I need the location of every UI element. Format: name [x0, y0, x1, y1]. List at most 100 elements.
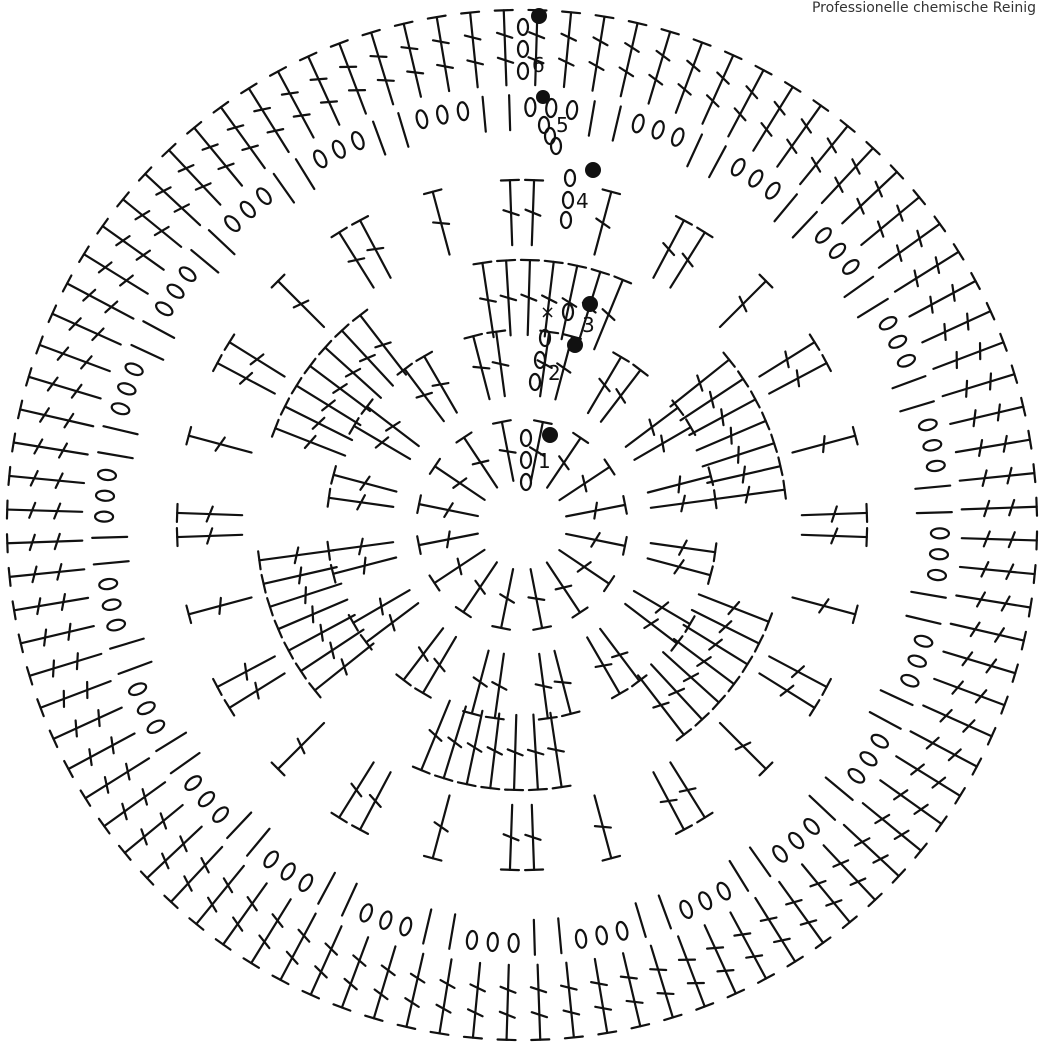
stitch-top-bar	[431, 1032, 449, 1035]
round2-stitch	[465, 334, 490, 399]
stitch-cross-bar	[305, 587, 306, 603]
stitch-top-bar	[81, 791, 91, 806]
border-stitch	[822, 142, 880, 203]
fan-stitch	[267, 584, 341, 616]
border-stitch	[27, 653, 101, 684]
stitch-stem	[934, 679, 1004, 705]
stitch-cross-bar	[687, 61, 699, 71]
border-stitch	[933, 334, 1006, 369]
stitch-top-bar	[612, 689, 628, 698]
stitch-top-bar	[562, 11, 580, 13]
round2-stitch	[587, 637, 627, 698]
arch-side	[709, 146, 726, 177]
stitch-top-bar	[604, 576, 614, 591]
chain-arch	[342, 884, 431, 944]
chain-stitch-icon	[466, 930, 478, 949]
chain-stitch-icon	[110, 401, 130, 416]
stitch-top-bar	[565, 1036, 583, 1038]
stitch-top-bar	[525, 180, 543, 181]
round4-stitch	[759, 335, 819, 377]
stitch-cross-bar	[621, 977, 637, 979]
border-stitch	[395, 22, 423, 97]
border-stitch	[844, 825, 905, 883]
chain-stitch-icon	[136, 700, 157, 717]
stitch-cross-bar	[697, 376, 702, 391]
round4-stitch	[792, 597, 857, 623]
stitch-top-bar	[783, 481, 785, 499]
fan-stitch	[521, 260, 539, 335]
stitch-cross-bar	[746, 955, 762, 957]
border-stitch	[880, 780, 946, 831]
stitch-cross-bar	[305, 436, 316, 448]
fan-group	[258, 547, 373, 697]
stitch-cross-bar	[240, 373, 252, 384]
row-label-6: 6	[532, 53, 545, 77]
stitch-cross-bar	[380, 599, 383, 615]
stitch-cross-bar	[548, 748, 564, 751]
stitch-top-bar	[216, 939, 231, 949]
stitch-stem	[104, 782, 165, 826]
stitch-cross-bar	[53, 661, 54, 677]
border-stitch	[64, 733, 134, 776]
stitch-top-bar	[352, 216, 368, 224]
fan-stitch	[703, 435, 777, 467]
stitch-top-bar	[785, 82, 800, 91]
border-stitch	[702, 52, 741, 124]
stitch-cross-bar	[833, 860, 848, 866]
border-stitch	[365, 946, 395, 1020]
stitch-cross-bar	[201, 858, 208, 872]
stitch-cross-bar	[731, 428, 732, 444]
stitch-cross-bar	[661, 436, 664, 452]
row-label-4: 4	[576, 189, 589, 213]
stitch-cross-bar	[111, 737, 113, 753]
chain-stitch-icon	[563, 192, 573, 208]
stitch-stem	[342, 937, 368, 1007]
border-stitch	[79, 247, 148, 294]
stitch-cross-bar	[353, 955, 365, 965]
chain-arch	[793, 212, 873, 297]
arch-side	[845, 277, 874, 297]
border-stitch	[590, 15, 614, 90]
chain-stitch-icon	[771, 844, 790, 864]
stitch-stem	[943, 652, 1015, 674]
stitch-stem	[504, 10, 507, 85]
stitch-top-bar	[755, 635, 763, 651]
chain-stitch-icon	[223, 214, 243, 234]
chain-stitch-icon	[96, 490, 115, 501]
border-stitch	[824, 845, 882, 906]
stitch-cross-bar	[717, 73, 728, 84]
fan-group	[638, 594, 772, 740]
chain-stitch-icon	[729, 157, 747, 178]
stitch-top-bar	[598, 1031, 616, 1034]
fan-stitch	[305, 359, 370, 411]
stitch-stem	[404, 24, 421, 97]
border-stitch	[141, 827, 202, 885]
chain-stitch-icon	[565, 170, 575, 186]
stitch-top-bar	[292, 378, 301, 393]
stitch-cross-bar	[401, 47, 417, 49]
border-stitch	[909, 273, 979, 316]
arch-side	[191, 250, 218, 272]
stitch-cross-bar	[156, 187, 170, 194]
chain-stitch-icon	[117, 381, 137, 396]
chain-stitch-icon	[279, 861, 297, 882]
fan-stitch	[697, 413, 770, 451]
chain-stitch-icon	[896, 353, 916, 369]
round4-stitch	[272, 723, 324, 775]
round2-stitch	[648, 558, 713, 583]
stitch-cross-bar	[717, 970, 733, 971]
round4-stitch	[720, 275, 772, 327]
stitch-stem	[437, 17, 449, 91]
round2-stitch	[331, 466, 396, 491]
stitch-cross-bar	[294, 301, 309, 308]
stitch-cross-bar	[729, 602, 740, 614]
stitch-top-bar	[573, 608, 588, 618]
stitch-cross-bar	[321, 101, 337, 102]
stitch-cross-bar	[407, 71, 423, 73]
chain-arch	[558, 903, 645, 953]
chain-stitch-icon	[697, 890, 714, 911]
stitch-cross-bar	[595, 826, 611, 827]
stitch-top-bar	[244, 958, 259, 967]
stitch-stem	[374, 946, 396, 1018]
stitch-stem	[962, 507, 1037, 510]
